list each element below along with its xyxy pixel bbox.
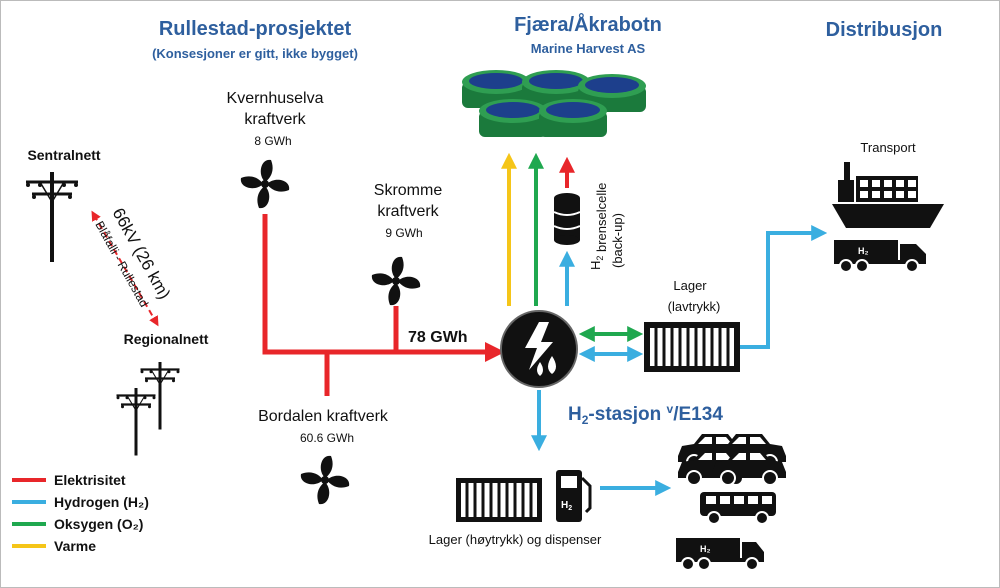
fuel-cell-label: brenselcelle bbox=[594, 183, 609, 252]
turbine-fan-icon bbox=[240, 159, 290, 209]
rullestad-subtitle: (Konsesjoner er gitt, ikke bygget) bbox=[152, 46, 358, 61]
rullestad-title: Rullestad-prosjektet bbox=[159, 18, 352, 40]
legend-label: Hydrogen (H₂) bbox=[54, 494, 149, 510]
cars-icon bbox=[677, 433, 787, 486]
fuel-cell-icon bbox=[553, 193, 581, 245]
dispenser-icon: H2 bbox=[556, 470, 592, 522]
skromme-name-2: kraftverk bbox=[377, 203, 439, 220]
electrolyzer-icon bbox=[500, 310, 578, 388]
storage-low-label: Lager bbox=[673, 278, 707, 293]
truck-h2-label: H₂ bbox=[858, 246, 869, 256]
small-truck-h2-label: H₂ bbox=[700, 544, 711, 554]
turbine-fan-icon bbox=[300, 455, 350, 505]
fish-farm-icon bbox=[462, 70, 646, 137]
kvernhuselva-name: Kvernhuselva bbox=[227, 90, 324, 107]
container-icon bbox=[456, 478, 542, 522]
hydrogen-to-transport-arrow bbox=[740, 225, 828, 349]
ship-icon bbox=[832, 162, 944, 228]
grid-connection-line bbox=[91, 210, 159, 327]
fjaera-title: Fjæra/Åkrabotn bbox=[514, 12, 662, 36]
storage-high-label: Lager (høytrykk) og dispenser bbox=[429, 532, 602, 547]
truck-icon: H₂ bbox=[676, 538, 764, 571]
turbine-fan-icon bbox=[371, 256, 421, 306]
fuel-cell-h2-label: H2 bbox=[588, 256, 605, 270]
fuel-cell-backup-label: (back-up) bbox=[610, 213, 625, 268]
skromme-name: Skromme bbox=[374, 182, 443, 199]
power-pylon-icon bbox=[24, 170, 80, 264]
truck-icon: H₂ bbox=[834, 240, 926, 273]
container-icon bbox=[644, 322, 740, 372]
regionalnett-label: Regionalnett bbox=[124, 331, 209, 347]
power-pylon-icon bbox=[115, 386, 157, 457]
storage-low-sub-label: (lavtrykk) bbox=[668, 299, 721, 314]
sentralnett-label: Sentralnett bbox=[27, 147, 100, 163]
legend-label: Varme bbox=[54, 538, 96, 554]
transport-label: Transport bbox=[860, 140, 916, 155]
skromme-output: 9 GWh bbox=[385, 226, 422, 240]
distribusjon-title: Distribusjon bbox=[826, 19, 943, 41]
svg-text:H2: H2 bbox=[561, 500, 572, 512]
fjaera-subtitle: Marine Harvest AS bbox=[531, 41, 646, 56]
bordalen-output: 60.6 GWh bbox=[300, 431, 354, 445]
station-label: H2-stasjon v/E134 bbox=[568, 402, 723, 427]
legend-label: Elektrisitet bbox=[54, 472, 126, 488]
legend-label: Oksygen (O₂) bbox=[54, 516, 143, 532]
electricity-lines bbox=[262, 156, 575, 396]
kvernhuselva-output: 8 GWh bbox=[254, 134, 291, 148]
total-output-label: 78 GWh bbox=[408, 329, 468, 346]
kvernhuselva-name-2: kraftverk bbox=[244, 111, 306, 128]
bordalen-name: Bordalen kraftverk bbox=[258, 408, 389, 425]
bus-icon bbox=[700, 492, 776, 525]
